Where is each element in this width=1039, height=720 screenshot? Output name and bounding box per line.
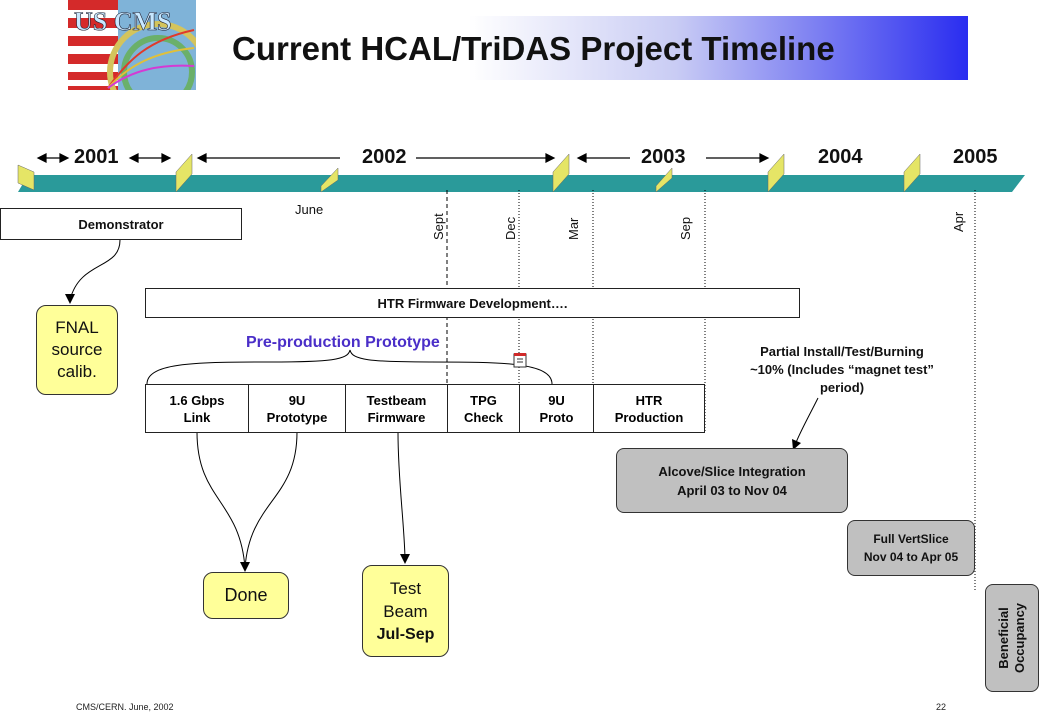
fnal-line-2: source — [51, 340, 103, 359]
fnal-source-calib-box: FNAL source calib. — [36, 305, 118, 395]
year-2002: 2002 — [362, 146, 407, 168]
task-link-line-1: 1.6 Gbps — [169, 392, 225, 408]
note-icon — [513, 352, 527, 373]
timeline-arrow — [17, 153, 1025, 193]
partial-install-line-1: Partial Install/Test/Burning — [760, 344, 924, 359]
beneficial-line-2: Occupancy — [1012, 602, 1027, 674]
task-testbeam-firmware-line-1: Testbeam — [366, 392, 427, 408]
page-title: Current HCAL/TriDAS Project Timeline — [232, 30, 835, 67]
footer-source: CMS/CERN. June, 2002 — [76, 702, 174, 712]
year-2003: 2003 — [641, 146, 686, 168]
task-9u-proto: 9U Proto — [520, 385, 594, 432]
task-testbeam-firmware: Testbeam Firmware — [346, 385, 448, 432]
title-banner — [200, 16, 968, 80]
partial-install-line-2: ~10% (Includes “magnet test” — [750, 362, 934, 377]
page-number: 22 — [936, 702, 947, 712]
partial-install-note: Partial Install/Test/Burning ~10% (Inclu… — [722, 343, 962, 397]
vertslice-line-1: Full VertSlice — [873, 532, 949, 546]
us-cms-logo: US CMS — [67, 0, 209, 123]
task-link: 1.6 Gbps Link — [146, 385, 249, 432]
task-htr-production: HTR Production — [594, 385, 704, 432]
test-beam-line-3: Jul-Sep — [376, 625, 435, 643]
task-9u-proto-line-2: Proto — [539, 409, 574, 425]
full-vertslice-box: Full VertSlice Nov 04 to Apr 05 — [847, 520, 975, 576]
test-beam-line-1: Test — [389, 578, 422, 598]
task-tpg-check-line-1: TPG — [470, 392, 497, 408]
task-9u-prototype-line-1: 9U — [288, 392, 306, 408]
test-beam-box: Test Beam Jul-Sep — [362, 565, 449, 657]
task-tpg-check-line-2: Check — [463, 409, 504, 425]
alcove-line-2: April 03 to Nov 04 — [677, 482, 787, 498]
year-2004: 2004 — [818, 146, 863, 168]
task-htr-production-line-1: HTR — [635, 392, 663, 408]
beneficial-line-1: Beneficial — [996, 607, 1011, 669]
preproduction-prototype-label: Pre-production Prototype — [246, 334, 440, 351]
year-2001: 2001 — [74, 146, 119, 168]
task-htr-production-line-2: Production — [614, 409, 684, 425]
task-9u-prototype-line-2: Prototype — [266, 409, 328, 425]
alcove-line-1: Alcove/Slice Integration — [658, 463, 806, 479]
fnal-line-1: FNAL — [55, 318, 99, 337]
beneficial-occupancy-box: Beneficial Occupancy — [985, 584, 1039, 692]
partial-install-line-3: period) — [819, 380, 865, 395]
task-link-line-2: Link — [183, 409, 211, 425]
year-2005: 2005 — [953, 146, 998, 168]
logo-text: US CMS — [74, 7, 172, 36]
demonstrator-box: Demonstrator — [0, 208, 242, 240]
htr-firmware-development-box: HTR Firmware Development…. — [145, 288, 800, 318]
vertslice-line-2: Nov 04 to Apr 05 — [863, 550, 959, 564]
done-box: Done — [203, 572, 289, 619]
month-june: June — [295, 202, 324, 217]
task-9u-prototype: 9U Prototype — [249, 385, 346, 432]
task-9u-proto-line-1: 9U — [548, 392, 565, 408]
task-tpg-check: TPG Check — [448, 385, 520, 432]
test-beam-line-2: Beam — [383, 601, 428, 621]
task-testbeam-firmware-line-2: Firmware — [367, 409, 426, 425]
alcove-slice-integration-box: Alcove/Slice Integration April 03 to Nov… — [616, 448, 848, 513]
task-row: 1.6 Gbps Link 9U Prototype Testbeam Firm… — [145, 384, 705, 433]
fnal-line-3: calib. — [57, 362, 97, 381]
